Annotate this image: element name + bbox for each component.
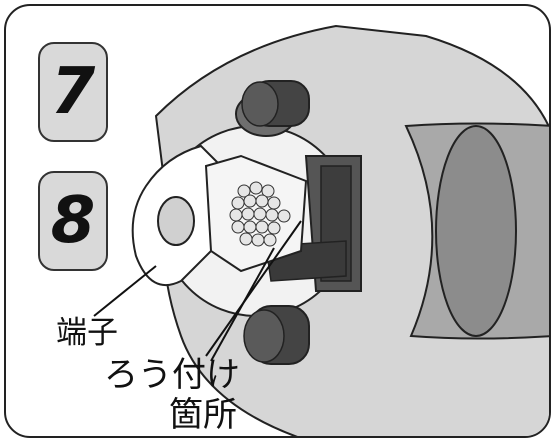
- step-number: 7: [50, 55, 96, 129]
- brazing-label-line1: ろう付け: [104, 355, 240, 395]
- leader-terminal: [93, 265, 157, 317]
- lug-hole: [157, 196, 195, 246]
- cylinder-face: [435, 125, 517, 337]
- leader-brazing-2: [210, 247, 275, 362]
- top-bolt: [235, 80, 310, 137]
- leader-brazing-1: [205, 220, 302, 357]
- figure-frame: 7 8 端子 ろう付け 箇所: [4, 4, 551, 438]
- crimp-tool-illustration: [93, 24, 549, 436]
- terminal-label: 端子: [56, 315, 118, 351]
- step-badge-8: 8: [38, 171, 108, 271]
- brazing-label-line2: 箇所: [169, 395, 237, 435]
- wire-strands: [229, 181, 291, 247]
- bottom-bolt: [243, 305, 310, 365]
- step-badge-7: 7: [38, 42, 108, 142]
- step-number: 8: [50, 184, 96, 258]
